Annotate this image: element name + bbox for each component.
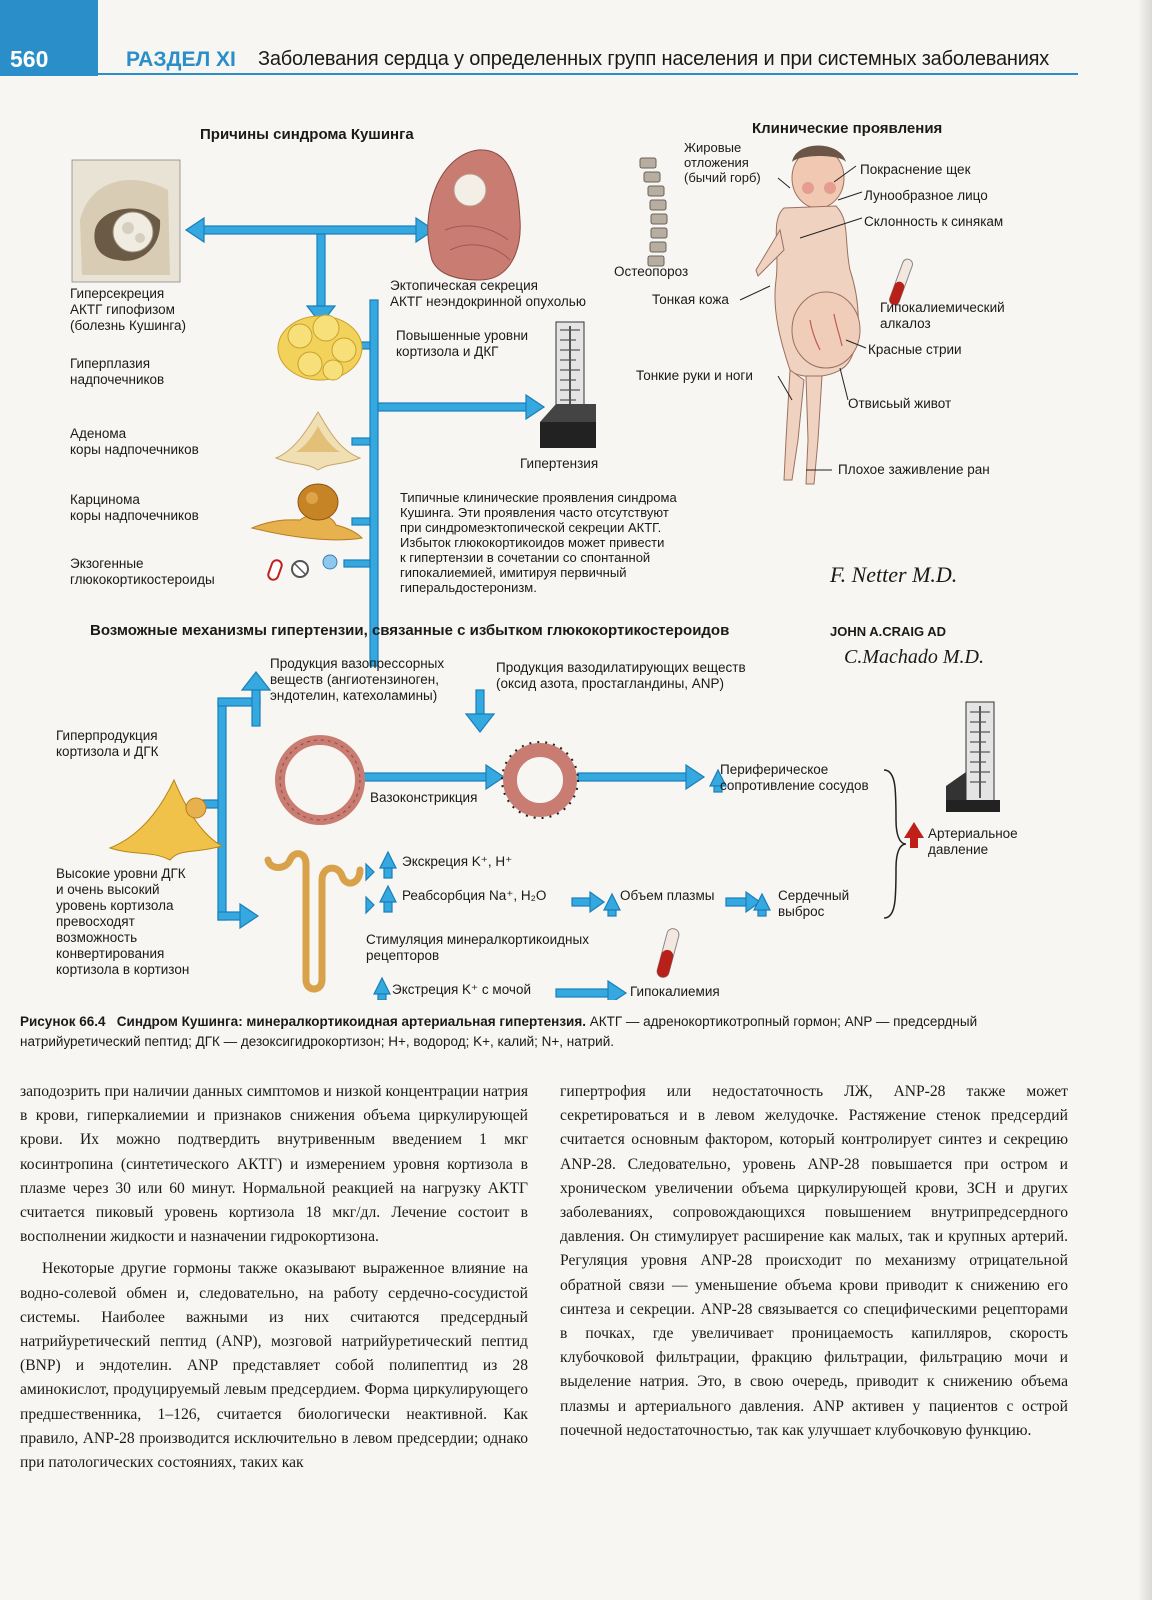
plasma-volume-label: Объем плазмы xyxy=(620,888,715,903)
vessel-normal xyxy=(275,735,365,825)
mechanisms-arrows xyxy=(195,671,771,1007)
hypokalemia-label: Гипокалиемия xyxy=(630,984,720,999)
section-title: Заболевания сердца у определенных групп … xyxy=(258,48,1050,70)
wounds-label: Плохое заживление ран xyxy=(838,462,990,477)
adenoma-gland xyxy=(274,411,362,471)
thin-limbs-label: Тонкие руки и ноги xyxy=(636,368,753,383)
red-increase-arrow xyxy=(904,822,924,848)
section-label: РАЗДЕЛ XI xyxy=(126,48,236,71)
causes-arrows xyxy=(184,216,546,667)
mechanisms-adrenal xyxy=(108,778,224,861)
abdomen-label: Отвисьый живот xyxy=(848,396,952,411)
sphygmomanometer-top xyxy=(540,321,596,448)
page-number: 560 xyxy=(10,46,49,72)
signature-netter: F. Netter M.D. xyxy=(830,562,958,587)
caption-label: Рисунок 66.4 xyxy=(20,1014,106,1029)
osteoporosis-label: Остеопороз xyxy=(614,264,689,279)
vessel-constricted xyxy=(501,741,579,819)
hyperplasia-gland xyxy=(277,314,363,381)
lung-illustration xyxy=(427,149,521,281)
osteoporosis-spine xyxy=(639,157,668,267)
body-column-right: гипертрофия или недостаточность ЛЖ, ANP-… xyxy=(560,1080,1068,1443)
urine-k-label: Экстреция K⁺ с мочой xyxy=(392,982,532,997)
test-tube-lower-icon xyxy=(656,928,680,978)
page-number-box xyxy=(0,0,98,76)
signature-craig: JOHN A.CRAIG AD xyxy=(830,624,947,639)
mechanisms-title: Возможные механизмы гипертензии, связанн… xyxy=(90,622,730,639)
page-edge-shadow xyxy=(1138,0,1152,1600)
paragraph: гипертрофия или недостаточность ЛЖ, ANP-… xyxy=(560,1083,1068,1439)
vasoconstriction-label: Вазоконстрикция xyxy=(370,790,478,805)
cheeks-label: Покраснение щек xyxy=(860,162,971,177)
carcinoma-gland xyxy=(250,483,364,541)
caption-text: АКТГ — адренокортикотропный гормон; ANP … xyxy=(20,1014,978,1049)
caption-bold: Синдром Кушинга: минералкортикоидная арт… xyxy=(116,1014,586,1029)
body-column-left: заподозрить при наличии данных симптомов… xyxy=(20,1080,528,1475)
paragraph: Некоторые другие гормоны также оказывают… xyxy=(20,1260,528,1472)
moon-face-label: Лунообразное лицо xyxy=(864,188,988,203)
kidney-tubule xyxy=(264,850,364,993)
test-tube-icon xyxy=(889,258,913,306)
typical-text: Типичные клинические проявления синдрома… xyxy=(400,490,677,595)
hypertension-label: Гипертензия xyxy=(520,456,599,471)
pituitary-illustration xyxy=(71,159,181,283)
patient-body-illustration xyxy=(755,145,861,485)
thin-skin-label: Тонкая кожа xyxy=(652,292,729,307)
causes-title: Причины синдрома Кушинга xyxy=(200,126,414,143)
sphygmomanometer-lower xyxy=(946,701,1000,812)
clinical-pointer-lines xyxy=(739,165,867,471)
pills-icon xyxy=(267,554,338,581)
signature-machado: C.Machado M.D. xyxy=(844,646,984,668)
paragraph: заподозрить при наличии данных симптомов… xyxy=(20,1083,528,1246)
header-rule xyxy=(98,73,1078,75)
figure-caption: Рисунок 66.4 Синдром Кушинга: минералкор… xyxy=(20,1012,1100,1052)
curly-brace xyxy=(883,769,907,919)
figure-illustration xyxy=(71,145,1000,1007)
clinical-title: Клинические проявления xyxy=(752,120,943,137)
striae-label: Красные стрии xyxy=(868,342,962,357)
na-reabsorption-label: Реабсорбция Na⁺, H₂O xyxy=(402,888,547,903)
bruising-label: Склонность к синякам xyxy=(864,214,1004,229)
k-excretion-label: Экскреция K⁺, H⁺ xyxy=(402,854,513,869)
vasodilator-label: Продукция вазодилатирующих веществ(оксид… xyxy=(496,660,746,691)
